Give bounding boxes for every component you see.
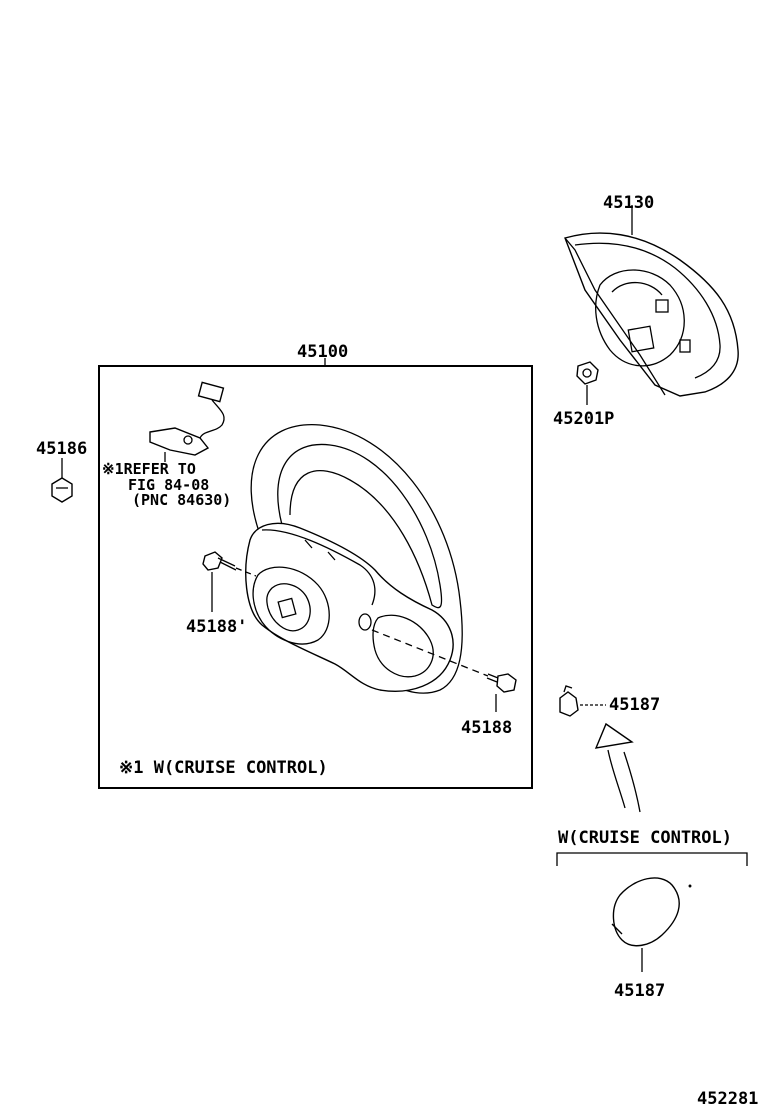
- cruise-switch-harness: [149, 381, 225, 456]
- part-number-45188: 45188: [461, 718, 512, 738]
- part-number-45130: 45130: [603, 193, 654, 213]
- box-footnote: ※1 W(CRUISE CONTROL): [119, 758, 328, 778]
- steering-wheel: [245, 424, 463, 694]
- part-number-45201p: 45201P: [553, 409, 614, 429]
- part-number-45187-b: 45187: [614, 981, 665, 1001]
- dash-45188-prime: [235, 567, 257, 577]
- screw-45188-prime: [202, 551, 237, 571]
- bracket-cruise-control: [556, 852, 748, 866]
- refer-note-line1: ※1REFER TO: [102, 460, 196, 478]
- clip-45186: [51, 477, 73, 503]
- figure-code: 452281: [697, 1089, 758, 1109]
- refer-note-line3: (PNC 84630): [132, 491, 231, 509]
- part-number-45188-prime: 45188': [186, 617, 247, 637]
- screw-45188: [486, 673, 517, 693]
- dash-45188: [371, 629, 489, 677]
- part-number-45100: 45100: [297, 342, 348, 362]
- part-number-45187-a: 45187: [609, 695, 660, 715]
- cruise-cover-45187: [611, 877, 692, 947]
- assembly-box-45100: [98, 365, 533, 789]
- refer-note-line2: FIG 84-08: [128, 476, 209, 494]
- horn-pad-cover: [564, 232, 739, 397]
- arrow-icon: [594, 722, 641, 813]
- part-number-45186: 45186: [36, 439, 87, 459]
- nut-45201p: [576, 361, 599, 385]
- clip-45187-small: [559, 685, 579, 717]
- cruise-control-note: W(CRUISE CONTROL): [558, 828, 732, 848]
